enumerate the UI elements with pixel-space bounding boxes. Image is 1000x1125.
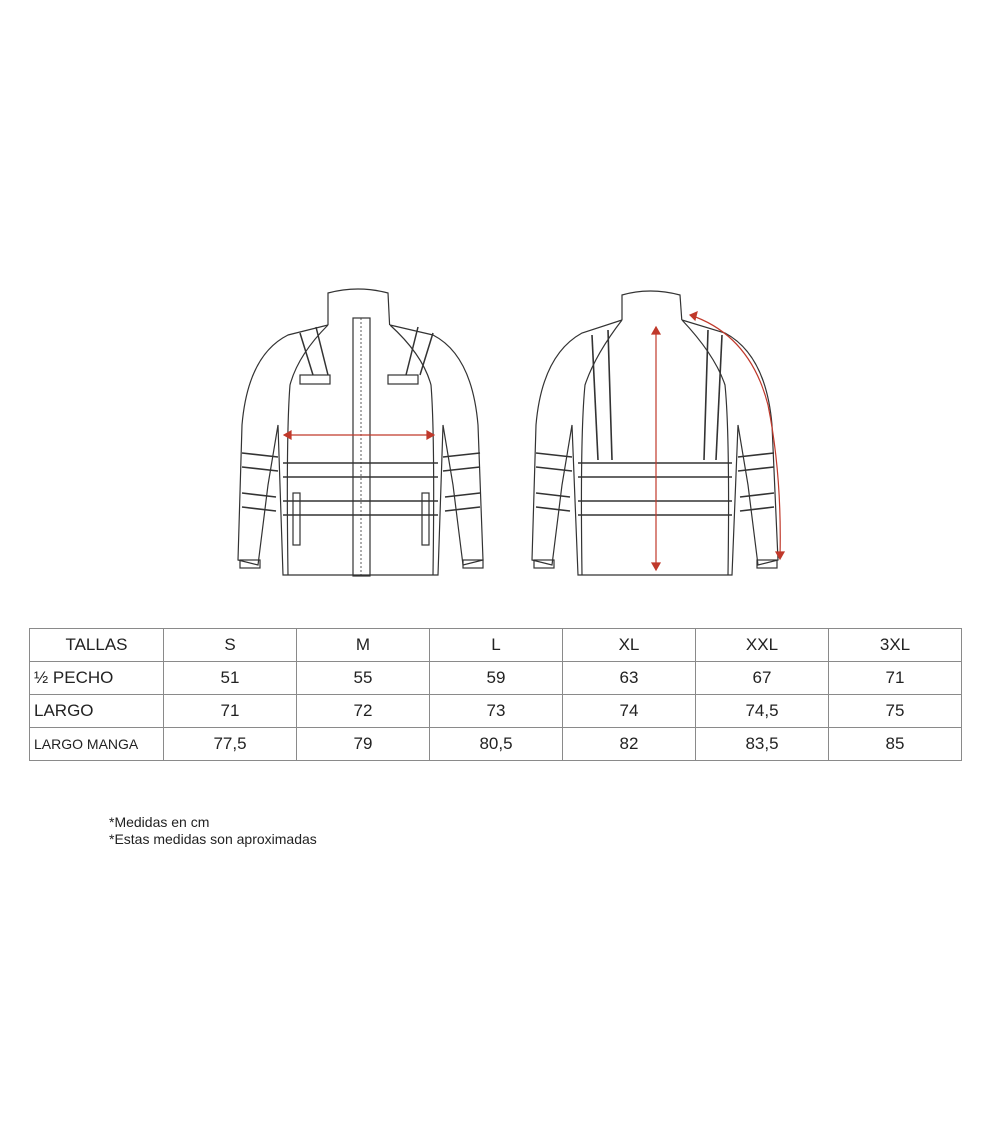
table-cell: 74,5 bbox=[695, 694, 829, 728]
jacket-back-illustration bbox=[531, 290, 786, 576]
table-cell: 75 bbox=[828, 694, 962, 728]
table-cell: 71 bbox=[163, 694, 297, 728]
table-cell: 71 bbox=[828, 661, 962, 695]
row-label: LARGO bbox=[29, 694, 164, 728]
table-cell: 79 bbox=[296, 727, 430, 761]
table-cell: 77,5 bbox=[163, 727, 297, 761]
table-cell: 83,5 bbox=[695, 727, 829, 761]
table-cell: 67 bbox=[695, 661, 829, 695]
size-header: 3XL bbox=[828, 628, 962, 662]
jacket-front-illustration bbox=[237, 288, 484, 577]
table-row: LARGO MANGA 77,5 79 80,5 82 83,5 85 bbox=[29, 727, 962, 761]
table-row: LARGO 71 72 73 74 74,5 75 bbox=[29, 694, 962, 728]
table-row: ½ PECHO 51 55 59 63 67 71 bbox=[29, 661, 962, 695]
table-cell: 59 bbox=[429, 661, 563, 695]
footnote-units: *Medidas en cm bbox=[109, 814, 210, 830]
header-label: TALLAS bbox=[29, 628, 164, 662]
footnote-approx: *Estas medidas son aproximadas bbox=[109, 831, 317, 847]
row-label: ½ PECHO bbox=[29, 661, 164, 695]
row-label: LARGO MANGA bbox=[29, 727, 164, 761]
table-cell: 80,5 bbox=[429, 727, 563, 761]
table-cell: 55 bbox=[296, 661, 430, 695]
size-header: S bbox=[163, 628, 297, 662]
size-header: M bbox=[296, 628, 430, 662]
size-header: XXL bbox=[695, 628, 829, 662]
table-cell: 74 bbox=[562, 694, 696, 728]
table-cell: 82 bbox=[562, 727, 696, 761]
table-cell: 63 bbox=[562, 661, 696, 695]
table-cell: 51 bbox=[163, 661, 297, 695]
size-header: L bbox=[429, 628, 563, 662]
table-header-row: TALLAS S M L XL XXL 3XL bbox=[29, 628, 962, 662]
footnotes: *Medidas en cm *Estas medidas son aproxi… bbox=[109, 814, 317, 848]
size-table: TALLAS S M L XL XXL 3XL ½ PECHO 51 55 59… bbox=[29, 628, 962, 761]
size-header: XL bbox=[562, 628, 696, 662]
table-cell: 85 bbox=[828, 727, 962, 761]
table-cell: 73 bbox=[429, 694, 563, 728]
table-cell: 72 bbox=[296, 694, 430, 728]
